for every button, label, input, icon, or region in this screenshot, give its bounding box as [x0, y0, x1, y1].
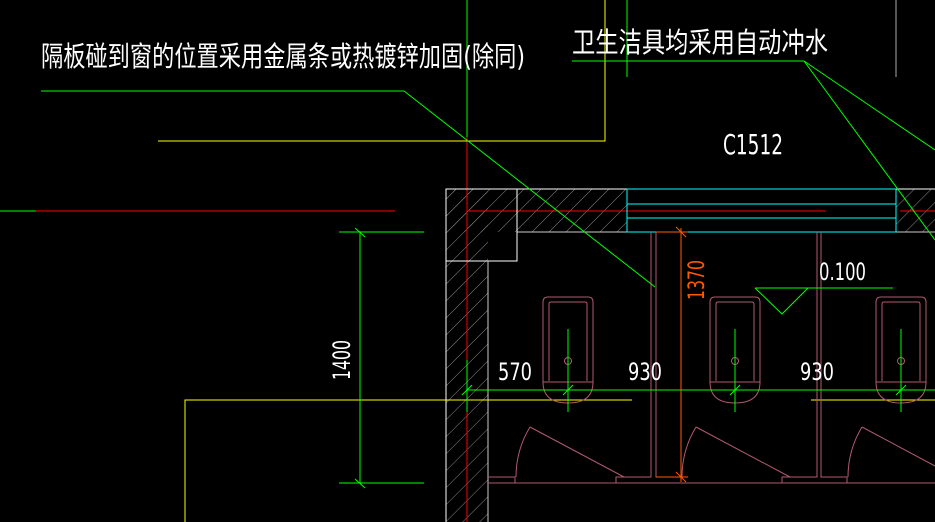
leader-fixture-b — [803, 60, 935, 241]
partitions — [488, 232, 935, 484]
partition-note: 隔板碰到窗的位置采用金属条或热镀锌加固(除同) — [41, 40, 525, 73]
yellow-outline-lower — [184, 399, 632, 522]
dimension-930-second: 930 — [800, 358, 834, 386]
dimension-930-first: 930 — [628, 358, 662, 386]
dimension-570: 570 — [498, 358, 532, 386]
doors — [515, 426, 935, 478]
leader-partition-note — [41, 90, 656, 288]
urinals — [542, 296, 927, 404]
dimension-1400-lines — [339, 227, 424, 489]
urinal-icon — [875, 296, 927, 404]
window-tag: C1512 — [723, 128, 783, 161]
yellow-outline-upper — [158, 0, 606, 142]
leader-fixture-a — [803, 60, 935, 151]
window-c1512[interactable] — [626, 188, 897, 233]
fixture-note: 卫生洁具均采用自动冲水 — [572, 26, 828, 59]
dimension-1400: 1400 — [328, 340, 356, 380]
dimension-ticks — [461, 329, 907, 412]
dimension-1370-ticks — [656, 226, 688, 483]
walls — [445, 188, 935, 522]
dimension-1370: 1370 — [685, 260, 710, 300]
level-label: 0.100 — [819, 258, 866, 286]
level-symbol-icon — [754, 287, 893, 315]
